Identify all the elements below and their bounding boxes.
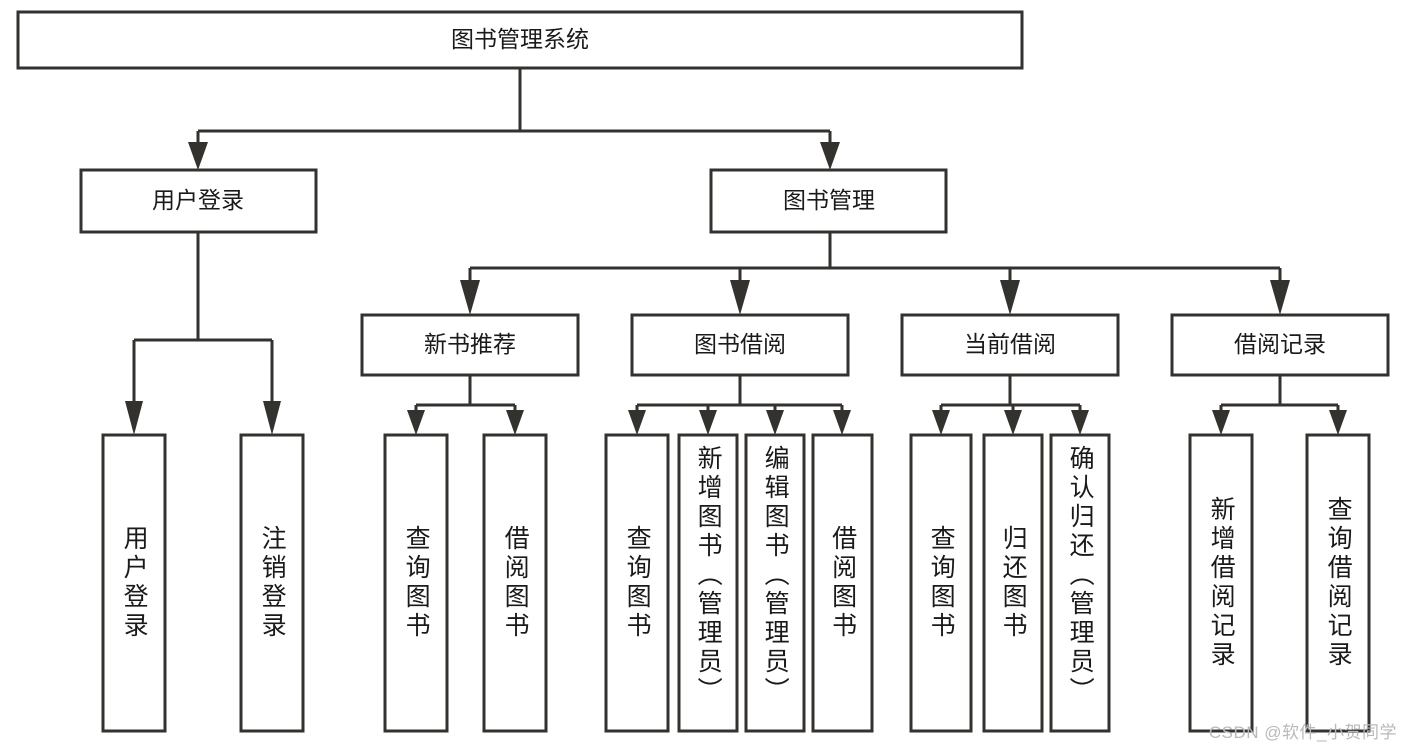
node-box-root[interactable] (16, 10, 1024, 70)
label-borrow-record: 借阅记录 (1234, 331, 1326, 357)
label-current-borrow: 当前借阅 (964, 331, 1056, 357)
leaf-box-query-borrow-record[interactable] (1305, 433, 1371, 733)
connector-root-to-level2 (188, 68, 840, 170)
node-boxes (16, 10, 1390, 733)
leaf-box-logout[interactable] (239, 433, 305, 733)
arrow-head-icon (932, 410, 950, 435)
arrow-head-icon (699, 410, 717, 435)
arrow-head-icon (730, 280, 750, 315)
arrow-head-icon (1004, 410, 1022, 435)
leaf-box-user-login[interactable] (101, 433, 167, 733)
leaf-box-query-book-recommend[interactable] (383, 433, 449, 733)
node-box-user-login[interactable] (79, 168, 318, 234)
arrow-head-icon (1000, 280, 1020, 315)
arrow-head-icon (1329, 410, 1347, 435)
arrow-head-icon (506, 410, 524, 435)
leaf-box-borrow-book[interactable] (811, 433, 874, 733)
arrow-head-icon (407, 410, 425, 435)
node-box-current-borrow[interactable] (900, 313, 1120, 377)
connector-bookmgmt-to-level3 (460, 232, 1290, 315)
arrow-head-icon (125, 401, 143, 435)
leaf-box-query-book-current[interactable] (909, 433, 973, 733)
label-book-borrow: 图书借阅 (694, 331, 786, 357)
csdn-watermark: CSDN @软件_小贺同学 (1208, 723, 1397, 742)
arrow-head-icon (820, 142, 840, 170)
arrow-head-icon (1071, 410, 1089, 435)
leaf-box-edit-book-admin[interactable] (744, 433, 806, 733)
connector-userlogin-to-leaves (125, 232, 281, 435)
label-new-book-recommend: 新书推荐 (424, 331, 516, 357)
connector-borrowrecord-to-leaves (1212, 375, 1347, 435)
node-box-new-book-recommend[interactable] (360, 313, 580, 377)
label-user-login: 用户登录 (152, 187, 244, 213)
leaf-box-add-book-admin[interactable] (677, 433, 739, 733)
arrow-head-icon (833, 410, 851, 435)
leaf-box-confirm-return-admin[interactable] (1049, 433, 1111, 733)
label-book-management: 图书管理 (783, 187, 875, 213)
leaf-box-add-borrow-record[interactable] (1188, 433, 1254, 733)
arrow-head-icon (188, 142, 208, 170)
arrow-head-icon (1270, 280, 1290, 315)
label-root: 图书管理系统 (451, 26, 589, 52)
arrow-head-icon (766, 410, 784, 435)
arrow-head-icon (460, 280, 480, 315)
connector-newbook-to-leaves (407, 375, 524, 435)
leaf-box-query-book-borrow[interactable] (604, 433, 670, 733)
connector-currentborrow-to-leaves (932, 375, 1089, 435)
leaf-box-borrow-book-recommend[interactable] (482, 433, 548, 733)
arrow-head-icon (628, 410, 646, 435)
leaf-box-return-book[interactable] (982, 433, 1044, 733)
arrow-head-icon (263, 401, 281, 435)
arrow-head-icon (1212, 410, 1230, 435)
connector-bookborrow-to-leaves (628, 375, 851, 435)
